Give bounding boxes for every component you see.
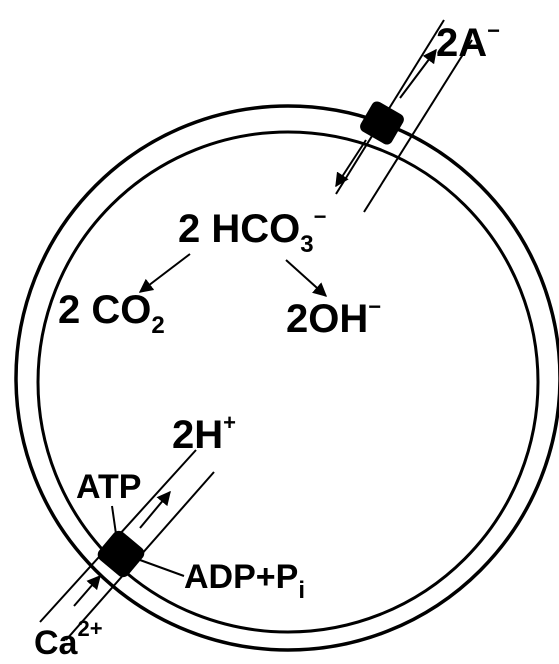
bicarbonate-label: 2 HCO3− [178, 204, 327, 258]
bicarbonate-arrow [335, 139, 367, 188]
exchanger-channel-line-left [335, 19, 445, 195]
bicarbonate-to-oh-arrow [285, 259, 328, 297]
atp-line [111, 505, 117, 535]
exchanger-protein [360, 101, 404, 145]
co2-label: 2 CO2 [58, 288, 165, 339]
calcium-arrow [73, 574, 101, 607]
anion-label: 2A− [436, 18, 500, 65]
bicarbonate-to-co2-arrow [138, 253, 191, 293]
proton-arrow [139, 490, 171, 529]
vesicle-inner-membrane [36, 130, 540, 634]
anion-exchanger [335, 19, 473, 213]
atp-label: ATP [76, 468, 142, 506]
exchanger-channel-line-right [363, 39, 473, 213]
proton-label: 2H+ [172, 410, 236, 457]
adp-label: ADP+Pi [184, 558, 305, 604]
atpase-protein [97, 530, 145, 578]
calcium-label: Ca2+ [34, 616, 103, 662]
hydroxide-label: 2OH− [286, 294, 382, 341]
adp-line [139, 559, 185, 577]
vesicle-outer-membrane [14, 104, 559, 652]
anion-arrow [399, 48, 437, 99]
calcium-atpase [39, 449, 215, 641]
